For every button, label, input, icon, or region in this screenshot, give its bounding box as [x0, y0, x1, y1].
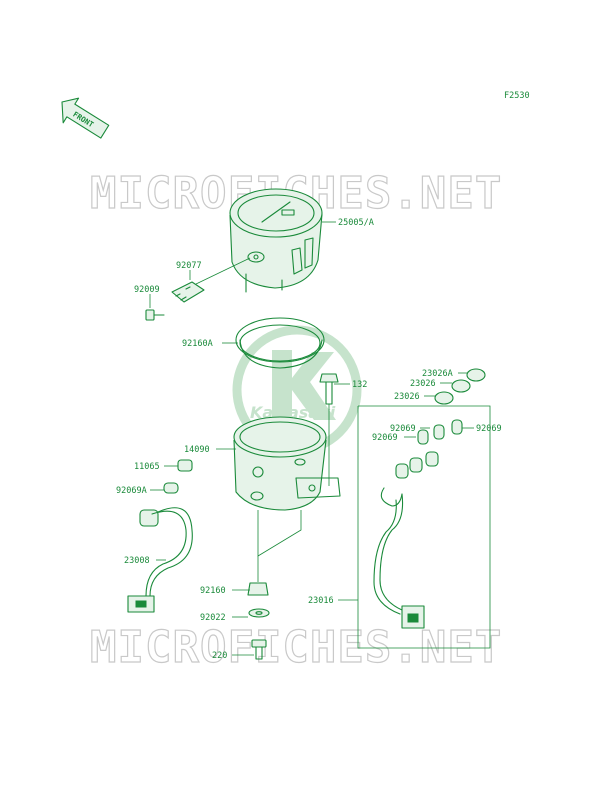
cap-23026-upper-part	[451, 379, 471, 393]
figure-code: F2530	[504, 91, 530, 101]
meter-cover-part	[233, 416, 341, 511]
front-arrow-icon: FRONT	[61, 97, 110, 139]
cap-23026-lower-part	[434, 391, 454, 405]
callout-92069A: 92069A	[116, 486, 147, 496]
bolt-132-part	[319, 373, 339, 486]
bulb-92069-right-part	[451, 419, 463, 435]
callout-23026-lower: 23026	[394, 392, 420, 402]
callout-92160A: 92160A	[182, 339, 213, 349]
socket-harness-23008-part	[127, 507, 193, 613]
callout-23026A: 23026A	[422, 369, 453, 379]
speedometer-part	[229, 188, 323, 293]
callout-92069-upper-left: 92069	[390, 424, 416, 434]
callout-23016: 23016	[308, 596, 334, 606]
bottom-hardware	[247, 510, 302, 660]
callout-220: 220	[212, 651, 227, 661]
washer-92022-part	[248, 608, 270, 618]
callout-92069-lower-left: 92069	[372, 433, 398, 443]
drive-adapter-part	[171, 257, 251, 303]
callout-132: 132	[352, 380, 367, 390]
callout-23026-upper: 23026	[410, 379, 436, 389]
callout-23008: 23008	[124, 556, 150, 566]
bolt-220-part	[251, 639, 267, 648]
harness-23016-group	[357, 368, 491, 649]
callout-92069-right: 92069	[476, 424, 502, 434]
callout-92009: 92009	[134, 285, 160, 295]
callout-leaders	[149, 221, 474, 656]
callout-14090: 14090	[184, 445, 210, 455]
grommet-part	[177, 459, 193, 472]
nut-92160-part	[247, 582, 269, 596]
callout-92077: 92077	[176, 261, 202, 271]
cap-23026A-part	[466, 368, 486, 382]
callout-92022: 92022	[200, 613, 226, 623]
retaining-ring-part	[235, 317, 325, 369]
callout-11065: 11065	[134, 462, 160, 472]
bulb-92069-mid-part	[433, 424, 445, 440]
screw-92009-part	[145, 309, 165, 321]
bulb-92069-left-part	[417, 429, 429, 445]
callout-92160: 92160	[200, 586, 226, 596]
bulb-92069A-part	[163, 482, 179, 494]
callout-25005A: 25005/A	[338, 218, 374, 228]
watermark-bottom: MICROFICHES.NET	[90, 622, 502, 673]
